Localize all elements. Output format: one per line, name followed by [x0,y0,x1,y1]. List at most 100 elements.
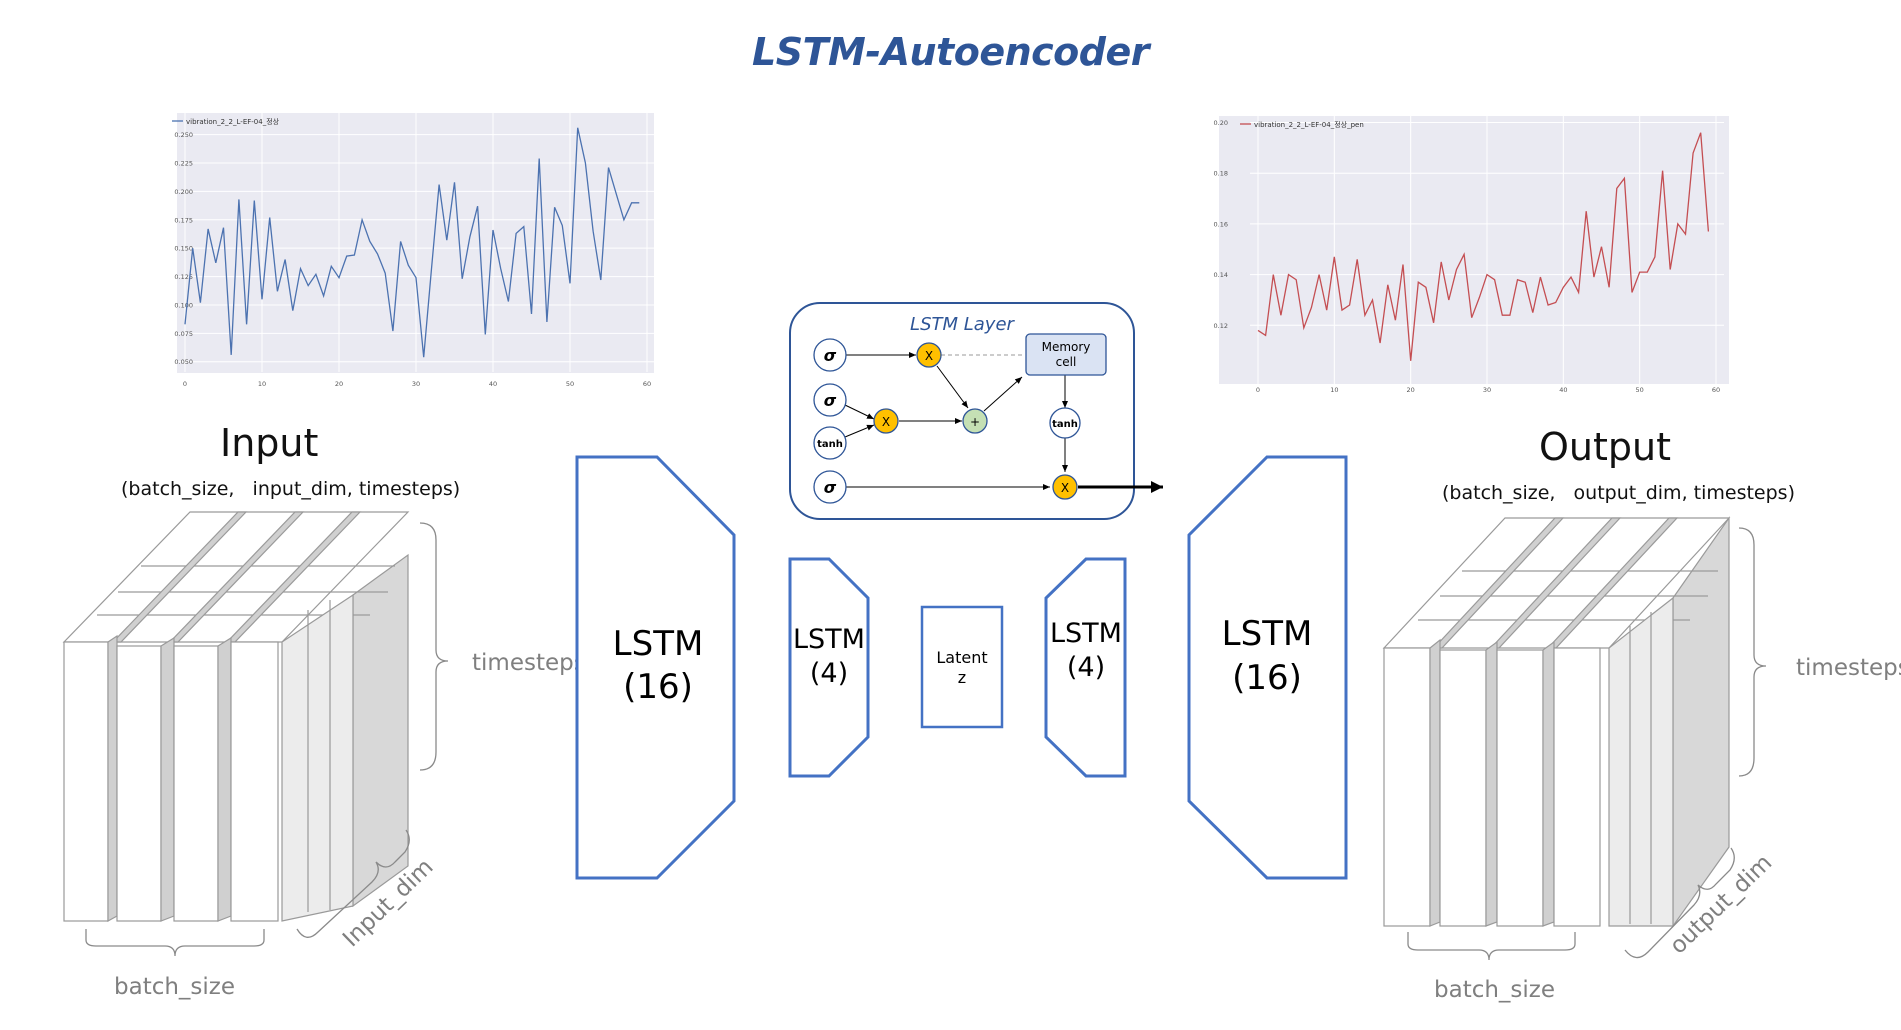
multiply-gate-forget [916,342,942,368]
input-dim-brace [296,829,410,938]
input-x-tick-label: 60 [643,380,651,388]
decoder-lstm-16-label: LSTM [1222,614,1313,654]
multiply-gate-output [1052,474,1078,500]
multiply-gate-input-label: X [882,415,890,429]
output-heading: Output [1539,425,1671,469]
input-top-divider [111,511,248,643]
input-x-tick-label: 0 [183,380,187,388]
sigma-gate-4-label: σ [824,478,837,497]
multiply-gate-input [873,408,899,434]
output-batch-label: batch_size [1434,977,1555,1003]
lstm-layer-detail: LSTM Layer σ σ tanh σ X X X + Memory cel… [789,302,1163,520]
input-x-tick-label: 10 [258,380,266,388]
input-slice [63,641,109,922]
output-x-tick-label: 0 [1256,386,1260,394]
add-gate [962,408,988,434]
decoder-lstm-4-units: (4) [1067,652,1105,683]
input-chart: 0.0500.0750.1000.1250.1500.1750.2000.225… [172,113,655,388]
output-dim-brace [1624,847,1735,959]
input-y-tick-label: 0.125 [174,273,193,281]
input-slice [116,645,162,922]
output-slice [1553,647,1601,927]
encoder-lstm-16-units: (16) [623,667,693,707]
mult1-to-add-arrow [936,365,969,409]
output-x-tick-label: 10 [1330,386,1338,394]
input-batch-brace [85,929,265,957]
output-slice [1383,647,1431,927]
input-y-tick-label: 0.250 [174,131,193,139]
output-x-tick-label: 60 [1712,386,1720,394]
output-tensor-block [1382,516,1731,928]
tanh-to-mult2-arrow [844,424,875,438]
tanh-gate-cell-label: tanh [1052,419,1078,430]
output-slice [1439,649,1487,927]
output-chart-plot-area [1219,116,1729,384]
input-shape-label: (batch_size, input_dim, timesteps) [121,478,461,500]
output-timesteps-brace [1738,527,1767,777]
encoder-lstm-4 [788,557,870,778]
output-x-tick-label: 30 [1483,386,1491,394]
input-timesteps-brace [419,522,449,771]
input-slice [230,641,279,922]
input-heading: Input [220,421,319,465]
sigma-gate-1-label: σ [824,346,837,365]
output-y-tick-label: 0.18 [1214,170,1228,178]
output-batch-brace [1407,932,1576,961]
diagram-title: LSTM-Autoencoder [752,30,1150,74]
input-slice-gap [160,636,175,922]
input-chart-grid [177,113,655,372]
decoder-lstm-4-label: LSTM [1050,618,1122,649]
input-top-divider [168,511,305,643]
output-slice [1496,649,1544,927]
input-y-tick-label: 0.150 [174,245,193,253]
sigma-gate-4 [813,470,847,504]
latent-label: Latent [936,648,987,667]
sigma2-to-mult2-arrow [844,404,875,420]
input-series-line [184,127,640,358]
input-y-tick-label: 0.075 [174,330,193,338]
output-y-tick-label: 0.20 [1214,119,1228,127]
output-slice-gap [1429,638,1441,927]
tanh-gate-input [813,426,847,460]
output-x-tick-label: 40 [1559,386,1567,394]
output-slice-gap [1485,640,1498,927]
latent-z-box [920,605,1004,729]
add-to-cell-arrow [983,376,1023,412]
decoder-lstm-16-units: (16) [1232,658,1302,698]
input-block-side-face [352,553,409,908]
multiply-gate-forget-label: X [925,349,933,363]
output-series-line [1257,132,1710,361]
add-gate-label: + [970,415,980,429]
sigma-gate-2 [813,383,847,417]
output-shape-label: (batch_size, output_dim, timesteps) [1442,482,1795,504]
memory-cell-label: Memory [1042,340,1091,354]
decoder-lstm-4 [1044,557,1127,778]
input-slice-gap [107,634,118,923]
encoder-lstm-16-label: LSTM [613,624,704,664]
input-x-tick-label: 40 [489,380,497,388]
input-slice-gap [217,636,232,922]
output-legend-label: vibration_2_2_L-EF-04_정상_pen [1254,120,1364,129]
memory-cell-box [1025,333,1107,376]
lstm-layer-title: LSTM Layer [910,314,1015,335]
latent-symbol: z [958,668,966,687]
input-y-tick-label: 0.100 [174,301,193,309]
encoder-lstm-4-units: (4) [810,658,848,689]
input-legend-label: vibration_2_2_L-EF-04_정상 [186,117,280,126]
tanh-gate-input-label: tanh [817,439,843,450]
input-x-tick-label: 30 [412,380,420,388]
output-timesteps-label: timesteps [1796,655,1901,681]
input-tensor-block [62,511,410,923]
output-y-tick-label: 0.16 [1214,220,1228,228]
input-timesteps-label: timesteps [472,650,586,676]
input-y-tick-label: 0.050 [174,358,193,366]
input-slice [173,645,219,922]
input-y-tick-label: 0.175 [174,216,193,224]
output-y-tick-label: 0.14 [1214,271,1228,279]
input-y-tick-label: 0.200 [174,188,193,196]
output-block-side-face [1672,516,1730,928]
output-x-tick-label: 50 [1636,386,1644,394]
output-chart-grid [1250,112,1724,384]
